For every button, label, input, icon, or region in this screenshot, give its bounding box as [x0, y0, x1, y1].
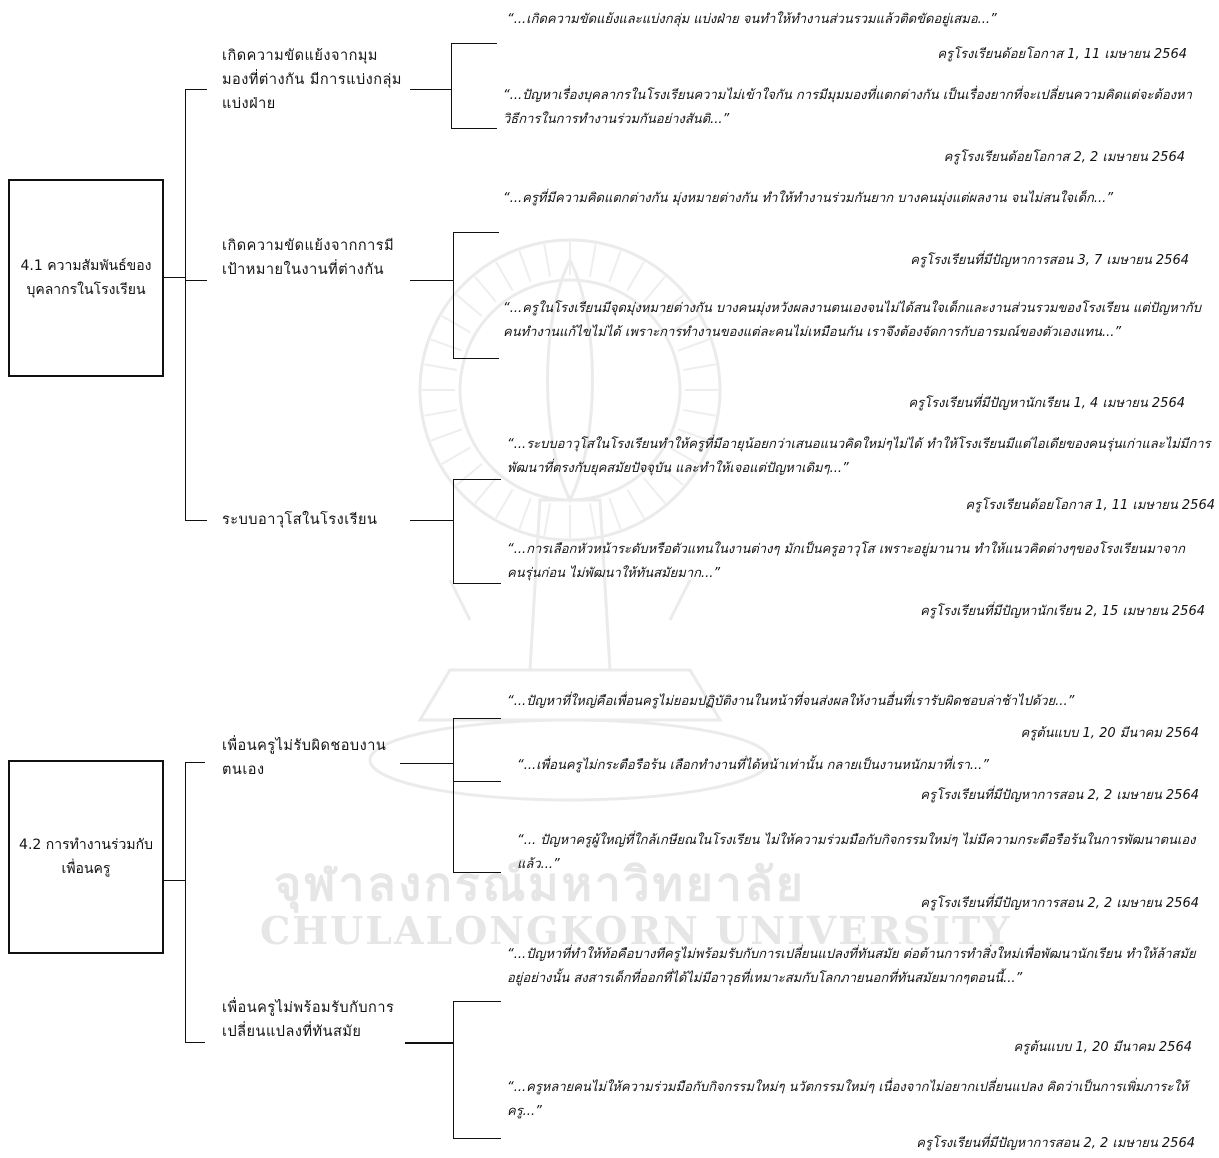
emblem-ray [657, 463, 685, 486]
connector-line [453, 479, 501, 480]
connector-line [453, 1138, 501, 1139]
quote-text: “... ปัญหาครูผู้ใหญ่ที่ใกล้เกษียณในโรงเร… [517, 833, 1196, 872]
subtheme-label: เพื่อนครูไม่พร้อมรับกับการเปลี่ยนแปลงที่… [222, 1000, 395, 1040]
quote-text: “...ปัญหาเรื่องบุคลากรในโรงเรียนความไม่เ… [503, 88, 1192, 127]
connector-line [453, 232, 499, 233]
quote-source: ครูโรงเรียนที่มีปัญหาการสอน 3, 7 เมษายน … [910, 253, 1189, 268]
emblem-ray [424, 408, 457, 417]
connector-line [410, 520, 453, 521]
section-box-4-1: 4.1 ความสัมพันธ์ของบุคลากรในโรงเรียน [8, 179, 164, 377]
connector-line [453, 718, 454, 872]
connector-line [185, 89, 186, 520]
connector-line [164, 880, 186, 881]
quote-text: “...ปัญหาที่ทำให้ท้อคือบางทีครูไม่พร้อมร… [507, 947, 1196, 986]
emblem-ray [543, 503, 552, 536]
quote-text: “...ปัญหาที่ใหญ่คือเพื่อนครูไม่ยอมปฏิบัต… [507, 694, 1075, 709]
emblem-ray [495, 489, 514, 519]
connector-line [185, 762, 205, 763]
emblem-ray [657, 294, 685, 317]
connector-line [185, 89, 207, 90]
emblem-ray [430, 338, 463, 352]
emblem-ray [518, 250, 532, 283]
connector-line [164, 277, 186, 278]
connector-line [451, 43, 452, 128]
quote-source: ครูต้นแบบ 1, 20 มีนาคม 2564 [1020, 726, 1199, 741]
quote-source: ครูโรงเรียนด้อยโอกาส 1, 11 เมษายน 2564 [965, 498, 1215, 513]
connector-line [453, 358, 499, 359]
emblem-ray [669, 446, 699, 465]
quote-source: ครูโรงเรียนด้อยโอกาส 2, 2 เมษายน 2564 [943, 150, 1185, 165]
emblem-ray [643, 477, 666, 505]
emblem-ray [669, 315, 699, 334]
section-title: 4.1 ความสัมพันธ์ของบุคลากรในโรงเรียน [20, 258, 152, 298]
emblem-ray [474, 477, 497, 505]
connector-line [185, 762, 186, 1042]
emblem-ray [474, 275, 497, 303]
connector-line [453, 479, 454, 583]
emblem-ray [588, 244, 597, 277]
connector-line [410, 280, 453, 281]
connector-line [405, 1042, 453, 1044]
connector-line [453, 1001, 501, 1002]
emblem-ray [543, 244, 552, 277]
emblem-ray [677, 338, 710, 352]
connector-line [453, 232, 454, 358]
quote-text: “...เพื่อนครูไม่กระตือรือร้น เลือกทำงานท… [517, 758, 990, 773]
emblem-ray [588, 503, 597, 536]
connector-line [185, 1042, 205, 1043]
emblem-ray [608, 497, 622, 530]
connector-line [453, 872, 501, 873]
quote-source: ครูโรงเรียนที่มีปัญหาการสอน 2, 2 เมษายน … [920, 896, 1199, 911]
emblem-ray [495, 261, 514, 291]
subtheme-label: ระบบอาวุโสในโรงเรียน [222, 512, 378, 528]
emblem-ray [455, 294, 483, 317]
connector-line [451, 128, 497, 129]
quote-text: “...ครูที่มีความคิดแตกต่างกัน มุ่งหมายต่… [503, 191, 1114, 206]
emblem-ray [441, 315, 471, 334]
emblem-ray [518, 497, 532, 530]
connector-line [400, 763, 453, 764]
quote-text: “...ครูหลายคนไม่ให้ความร่วมมือกับกิจกรรม… [507, 1080, 1189, 1119]
emblem-ray [626, 261, 645, 291]
watermark-thai-text: จุฬาลงกรณ์มหาวิทยาลัย [274, 857, 806, 911]
connector-line [451, 43, 497, 44]
connector-line [185, 520, 207, 521]
quote-text: “...การเลือกหัวหน้าระดับหรือตัวแทนในงานต… [507, 542, 1186, 581]
subtheme-label: เกิดความขัดแย้งจากการมีเป้าหมายในงานที่ต… [222, 238, 395, 278]
connector-line [453, 781, 501, 782]
subtheme-label: เพื่อนครูไม่รับผิดชอบงานตนเอง [222, 738, 387, 778]
quote-source: ครูโรงเรียนที่มีปัญหานักเรียน 2, 15 เมษา… [920, 604, 1205, 619]
subtheme-label: เกิดความขัดแย้งจากมุมมองที่ต่างกัน มีการ… [222, 48, 402, 112]
quote-source: ครูโรงเรียนด้อยโอกาส 1, 11 เมษายน 2564 [937, 47, 1187, 62]
emblem-ray [683, 408, 716, 417]
emblem-ray [677, 428, 710, 442]
quote-text: “...เกิดความขัดแย้งและแบ่งกลุ่ม แบ่งฝ่าย… [507, 12, 997, 27]
quote-source: ครูต้นแบบ 1, 20 มีนาคม 2564 [1013, 1040, 1192, 1055]
quote-text: “...ครูในโรงเรียนมีจุดมุ่งหมายต่างกัน บา… [503, 301, 1202, 340]
university-emblem-watermark [368, 238, 772, 802]
connector-line [185, 280, 207, 281]
quote-source: ครูโรงเรียนที่มีปัญหาการสอน 2, 2 เมษายน … [920, 788, 1199, 803]
emblem-ray [683, 363, 716, 372]
connector-line [410, 89, 451, 90]
connector-line [453, 583, 501, 584]
emblem-ray [430, 428, 463, 442]
emblem-ray [643, 275, 666, 303]
quote-text: “...ระบบอาวุโสในโรงเรียนทำให้ครูที่มีอาย… [507, 437, 1211, 476]
quote-source: ครูโรงเรียนที่มีปัญหานักเรียน 1, 4 เมษาย… [908, 396, 1185, 411]
emblem-ray [608, 250, 622, 283]
emblem-ray [441, 446, 471, 465]
connector-line [453, 718, 501, 719]
emblem-ray [424, 363, 457, 372]
emblem-ray [455, 463, 483, 486]
connector-line [453, 1001, 454, 1138]
emblem-ray [626, 489, 645, 519]
quote-source: ครูโรงเรียนที่มีปัญหาการสอน 2, 2 เมษายน … [916, 1136, 1195, 1151]
section-box-4-2: 4.2 การทำงานร่วมกับเพื่อนครู [8, 760, 164, 954]
section-title: 4.2 การทำงานร่วมกับเพื่อนครู [19, 837, 153, 877]
